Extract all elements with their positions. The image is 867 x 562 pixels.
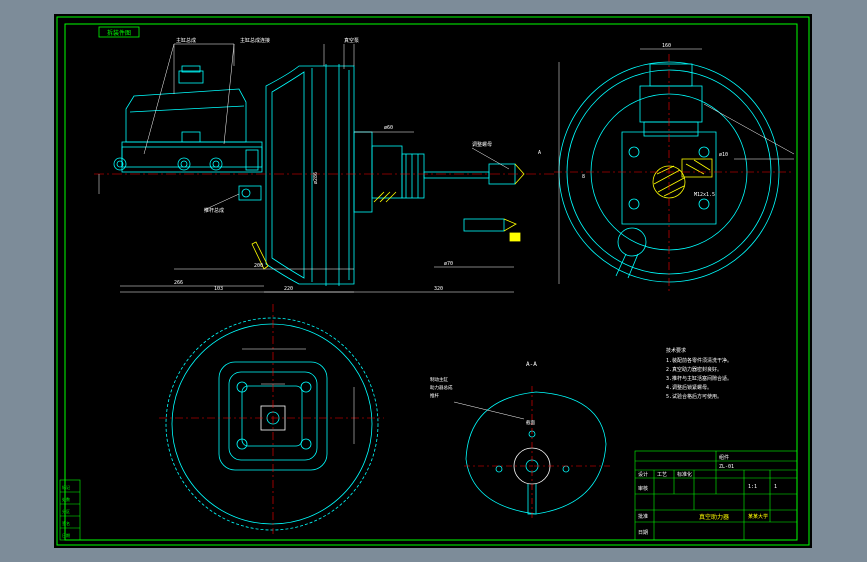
title-material: 组件 [719, 454, 729, 461]
sheet-border [56, 16, 810, 546]
reservoir [125, 88, 247, 143]
section-note-3: 推杆 [430, 392, 439, 399]
booster-shell [265, 65, 355, 285]
dim-d6: 200 [254, 263, 263, 269]
bottom-dimensions [242, 348, 355, 444]
note-5: 5.试验合格后方可使用。 [666, 393, 722, 400]
callout-a: A [538, 150, 541, 156]
bottom-port [617, 227, 647, 257]
section-label: A-A [526, 361, 537, 368]
section-centerlines [464, 386, 610, 520]
section-callout-text: 截面 [526, 419, 535, 426]
dim-d1: 266 [174, 280, 183, 286]
title-cell-1: 设计 [638, 471, 648, 478]
dim-d8: 103 [214, 286, 223, 292]
dim-d12: 160 [662, 43, 671, 49]
callout-3: 真空泵 [344, 37, 359, 44]
title-cell-3: 工艺 [657, 472, 667, 478]
leader-lines [143, 43, 510, 211]
dim-d4: ø286 [313, 172, 319, 184]
dim-d3: 8 [582, 174, 585, 180]
callout-2: 主缸总成连接 [240, 37, 270, 44]
dim-d9: 220 [284, 286, 293, 292]
push-rod [423, 171, 490, 179]
port-left [113, 157, 127, 171]
section-outline [465, 391, 607, 515]
callout-1: 主缸总成 [176, 37, 196, 44]
revision-row-1: 标记 [62, 484, 70, 490]
callout-5: 推杆总成 [204, 207, 224, 214]
note-2: 2.真空助力器密封良好。 [666, 366, 722, 373]
front-callouts: 主缸总成 主缸总成连接 真空泵 调整螺母 推杆总成 A [176, 37, 541, 214]
note-1: 1.装配前各零件须清洗干净。 [666, 357, 732, 364]
bottom-centerlines [159, 304, 384, 534]
side-dimension-labels: 160 M12x1.5 ø10 8 [582, 43, 728, 198]
title-cell-6: 日期 [638, 530, 648, 536]
technical-notes: 技术要求 1.装配前各零件须清洗干净。 2.真空助力器密封良好。 3.推杆与主缸… [666, 347, 732, 400]
revision-row-5: 日期 [62, 532, 70, 538]
title-scale: 1:1 [748, 484, 757, 490]
revision-row-4: 签名 [62, 520, 70, 526]
dim-d2: ø60 [384, 125, 393, 131]
dim-d5: ø70 [444, 261, 453, 267]
revision-row-3: 分区 [62, 508, 70, 514]
section-callout: 截面 [453, 401, 535, 426]
title-sheet: 1 [774, 484, 777, 490]
title-block-text: 设计 审核 工艺 标准化 批准 日期 组件 ZL-01 1:1 1 某某大学 真… [638, 454, 777, 536]
mounting-plate [621, 131, 717, 225]
sheet-tag-text: 拆装件图 [107, 29, 131, 37]
side-centerlines [554, 54, 794, 294]
title-school: 某某大学 [748, 513, 768, 520]
title-cell-2: 审核 [638, 485, 648, 492]
dim-d7: M12x1.5 [694, 192, 715, 198]
section-note-2: 助力器总成 [430, 384, 453, 391]
bottom-view[interactable] [165, 317, 379, 531]
drawing-sheet[interactable]: 拆装件图 [54, 14, 812, 548]
title-number: ZL-01 [719, 464, 734, 470]
sheet-tag: 拆装件图 [98, 26, 140, 38]
title-block[interactable] [634, 450, 798, 541]
front-dimensions [98, 43, 514, 293]
section-view[interactable] [465, 391, 607, 515]
note-4: 4.调整后锁紧螺母。 [666, 384, 712, 391]
revision-row-2: 处数 [62, 496, 70, 502]
section-note-1: 制动主缸 [430, 376, 448, 383]
note-3: 3.推杆与主缸活塞间隙合适。 [666, 375, 732, 382]
front-view[interactable] [113, 64, 525, 286]
rear-boot [401, 153, 425, 199]
outer-border [56, 16, 810, 546]
callout-4: 调整螺母 [472, 141, 492, 148]
master-cylinder-body [121, 141, 263, 173]
section-notes: 制动主缸 助力器总成 推杆 [430, 376, 453, 399]
bottom-outer-circle [165, 317, 379, 531]
title-drawing-name: 真空助力器 [699, 513, 729, 521]
dim-d11: ø10 [719, 152, 728, 158]
side-dimensions [558, 48, 795, 284]
dim-d10: 320 [434, 286, 443, 292]
cad-drawing[interactable]: 拆装件图 [54, 14, 812, 548]
title-cell-4: 标准化 [677, 471, 692, 478]
title-cell-5: 批准 [638, 513, 648, 520]
notes-title: 技术要求 [666, 347, 686, 354]
revision-text: 标记 处数 分区 签名 日期 [62, 484, 70, 538]
front-dimension-labels: 266 103 220 320 200 ø60 ø70 ø286 [174, 125, 453, 292]
inner-border [64, 23, 798, 541]
revision-block [59, 479, 81, 541]
